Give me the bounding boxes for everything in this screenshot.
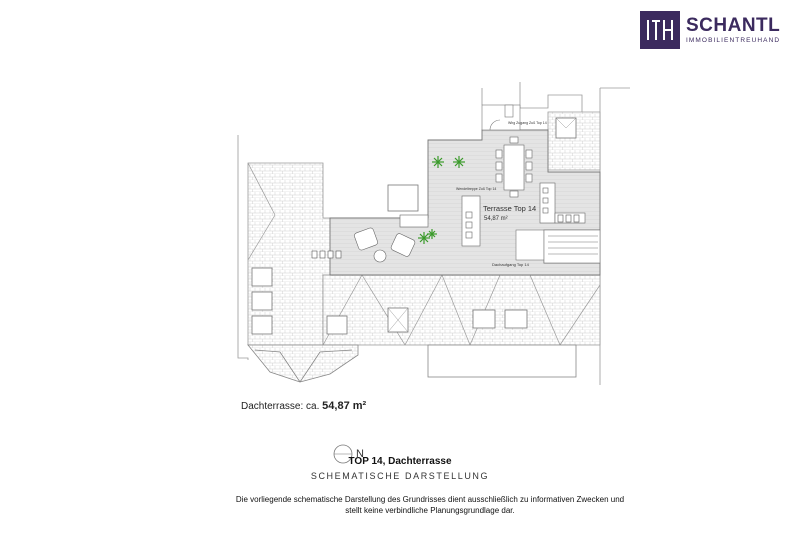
ith-monogram-icon	[647, 20, 673, 40]
logo-subtitle: IMMOBILIENTREUHAND	[686, 36, 781, 44]
north-arrow-icon	[333, 444, 353, 464]
disclaimer: Die vorliegende schematische Darstellung…	[235, 495, 625, 515]
area-summary-value: 54,87 m²	[322, 400, 367, 412]
lower-annex	[427, 344, 577, 378]
page-subtitle: SCHEMATISCHE DARSTELLUNG	[310, 471, 490, 481]
ith-logo-mark	[640, 11, 680, 49]
area-summary: Dachterrasse: ca. 54,87 m²	[241, 400, 366, 412]
planter-row	[311, 214, 580, 259]
dining-table	[495, 136, 533, 198]
page-title: TOP 14, Dachterrasse	[348, 456, 452, 467]
roof-access-label: Dachaufgang Top 14	[492, 262, 530, 267]
bay-window	[247, 344, 359, 383]
stair-access-label: Whg Zugang Zuß Top 14	[508, 121, 547, 125]
terrace-area: 54,87 m²	[484, 216, 508, 222]
lounge-chairs	[354, 227, 416, 263]
roof-area	[247, 111, 601, 346]
terrace-name: Terrasse Top 14	[483, 204, 536, 213]
plant-icons	[418, 156, 465, 244]
area-summary-label: Dachterrasse: ca.	[241, 401, 320, 412]
logo-name: SCHANTL	[686, 14, 781, 36]
north-letter: N	[356, 448, 364, 460]
stair-access	[481, 104, 521, 131]
staircase-label: Wendeltreppe Zuß Top 14	[456, 187, 496, 191]
compass: N	[332, 443, 364, 465]
floor-plan: Whg Zugang Zuß Top 14 Wendeltreppe Zuß T…	[237, 82, 630, 385]
roof-stair	[515, 229, 601, 264]
company-logo: SCHANTL IMMOBILIENTREUHAND	[640, 11, 788, 49]
